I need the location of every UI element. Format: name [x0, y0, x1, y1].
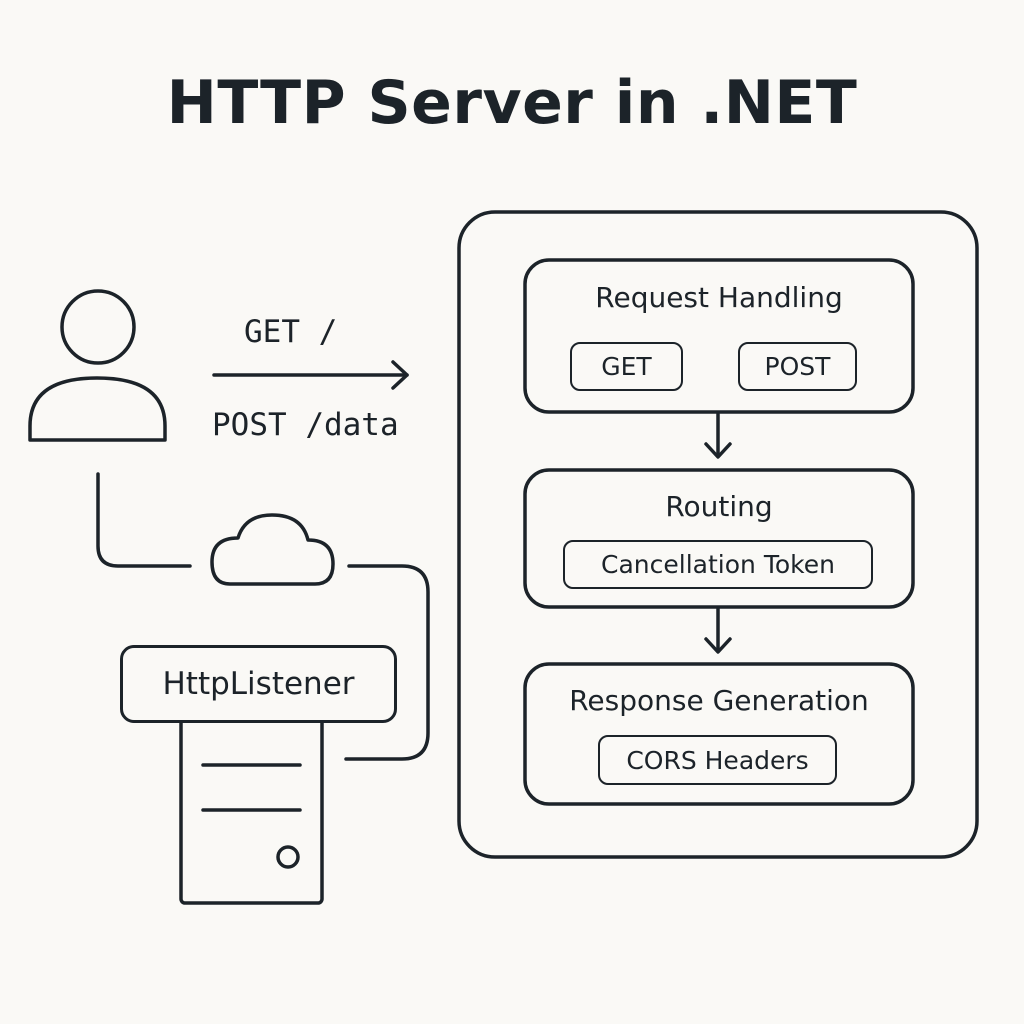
server-icon	[179, 710, 324, 905]
routing-title: Routing	[665, 490, 773, 523]
routing-to-response-arrow	[704, 607, 732, 654]
response-generation-title: Response Generation	[569, 684, 869, 717]
routing-box	[523, 468, 915, 609]
user-to-cloud-connector	[96, 472, 192, 568]
handling-to-routing-arrow	[704, 412, 732, 459]
response-generation-box	[523, 662, 915, 806]
diagram-title: HTTP Server in .NET	[166, 68, 858, 138]
request-handling-title: Request Handling	[595, 281, 843, 314]
cors-headers-pill: CORS Headers	[598, 735, 837, 785]
cloud-to-server-connector	[344, 564, 430, 761]
server-pipeline-container	[457, 210, 979, 859]
user-icon	[28, 289, 167, 442]
request-arrow	[212, 360, 409, 390]
post-request-label: POST /data	[212, 407, 399, 443]
cancellation-token-pill: Cancellation Token	[563, 540, 873, 589]
get-method-pill: GET	[570, 342, 683, 391]
request-handling-box	[523, 258, 915, 414]
get-request-label: GET /	[244, 314, 338, 350]
http-listener-box: HttpListener	[120, 645, 397, 723]
post-method-pill: POST	[738, 342, 857, 391]
cloud-icon	[210, 513, 335, 586]
